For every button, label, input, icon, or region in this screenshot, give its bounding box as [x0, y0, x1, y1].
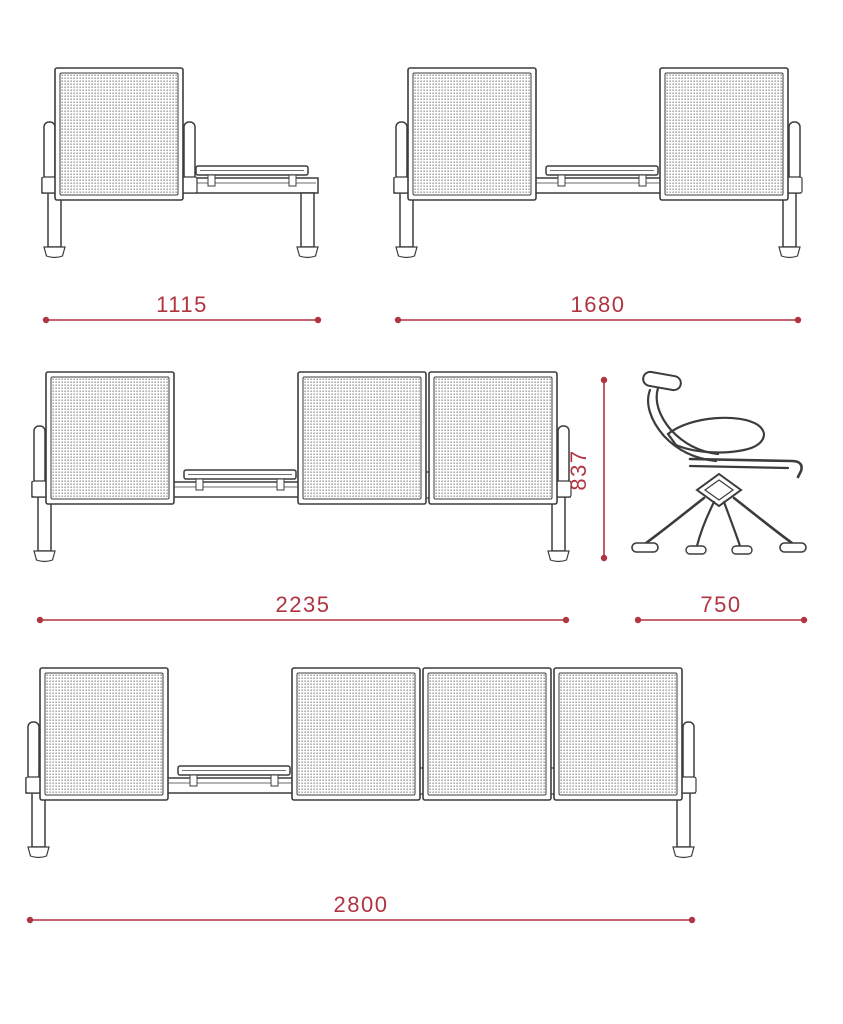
dimension-endpoint: [394, 316, 402, 324]
dimension-value: 2235: [276, 592, 331, 617]
unit-three-seater: [31, 371, 572, 563]
dimension-endpoint: [42, 316, 50, 324]
dimension-endpoint: [314, 316, 322, 324]
dimension-endpoint: [794, 316, 802, 324]
foot-glide: [731, 545, 753, 555]
armrest: [393, 121, 410, 194]
leg: [672, 792, 695, 859]
foot-glide: [631, 542, 659, 553]
dimension-value: 837: [566, 449, 591, 490]
dimension-endpoint: [688, 916, 696, 924]
dimension-endpoint: [634, 616, 642, 624]
dimension-2800: 2800: [26, 892, 696, 924]
leg: [27, 792, 50, 859]
seat-panel: [39, 667, 169, 801]
seat-profile: [688, 457, 803, 479]
dimension-1680: 1680: [394, 292, 802, 324]
dimension-endpoint: [26, 916, 34, 924]
back-tube-inner: [655, 386, 720, 456]
dimension-value: 1115: [156, 292, 208, 317]
seat-panel: [291, 667, 421, 801]
dimension-2235: 2235: [36, 592, 570, 624]
backrest-handle: [642, 370, 682, 392]
armrest: [181, 121, 198, 194]
leg-left: [644, 496, 706, 545]
seat-panel: [297, 371, 427, 505]
leg: [778, 192, 801, 259]
seat-panel: [54, 67, 184, 201]
unit-two-seater: [393, 67, 803, 259]
back-tube: [647, 388, 718, 463]
dimension-endpoint: [36, 616, 44, 624]
seat-panel: [422, 667, 552, 801]
armrest: [25, 721, 42, 794]
foot-glide: [779, 542, 807, 553]
seat-panel: [407, 67, 537, 201]
armrest: [680, 721, 697, 794]
seat-panel: [659, 67, 789, 201]
dimension-750: 750: [634, 592, 808, 624]
dimension-endpoint: [800, 616, 808, 624]
leg-mid-right: [722, 500, 742, 548]
leg-right: [732, 496, 794, 545]
seat-panel: [428, 371, 558, 505]
dimension-837: 837: [566, 376, 608, 562]
leg: [296, 192, 319, 259]
chair-side-view: [631, 370, 807, 555]
seat-underside: [688, 464, 790, 470]
dimension-value: 1680: [571, 292, 626, 317]
leg-mid-left: [695, 500, 716, 548]
leg: [547, 496, 570, 563]
dimension-1115: 1115: [42, 292, 322, 324]
armrest-loop: [666, 416, 765, 454]
leg: [43, 192, 66, 259]
unit-one-seater: [41, 67, 319, 259]
seat-panel: [553, 667, 683, 801]
dimension-value: 750: [700, 592, 741, 617]
armrest: [786, 121, 803, 194]
dimension-endpoint: [600, 376, 608, 384]
dimension-endpoint: [600, 554, 608, 562]
leg: [33, 496, 56, 563]
hub-diamond-inner: [703, 479, 735, 501]
dimension-endpoint: [562, 616, 570, 624]
seat-panel: [45, 371, 175, 505]
leg: [395, 192, 418, 259]
dimension-value: 2800: [334, 892, 389, 917]
foot-glide: [685, 545, 707, 555]
armrest: [31, 425, 48, 498]
unit-four-seater: [25, 667, 697, 859]
